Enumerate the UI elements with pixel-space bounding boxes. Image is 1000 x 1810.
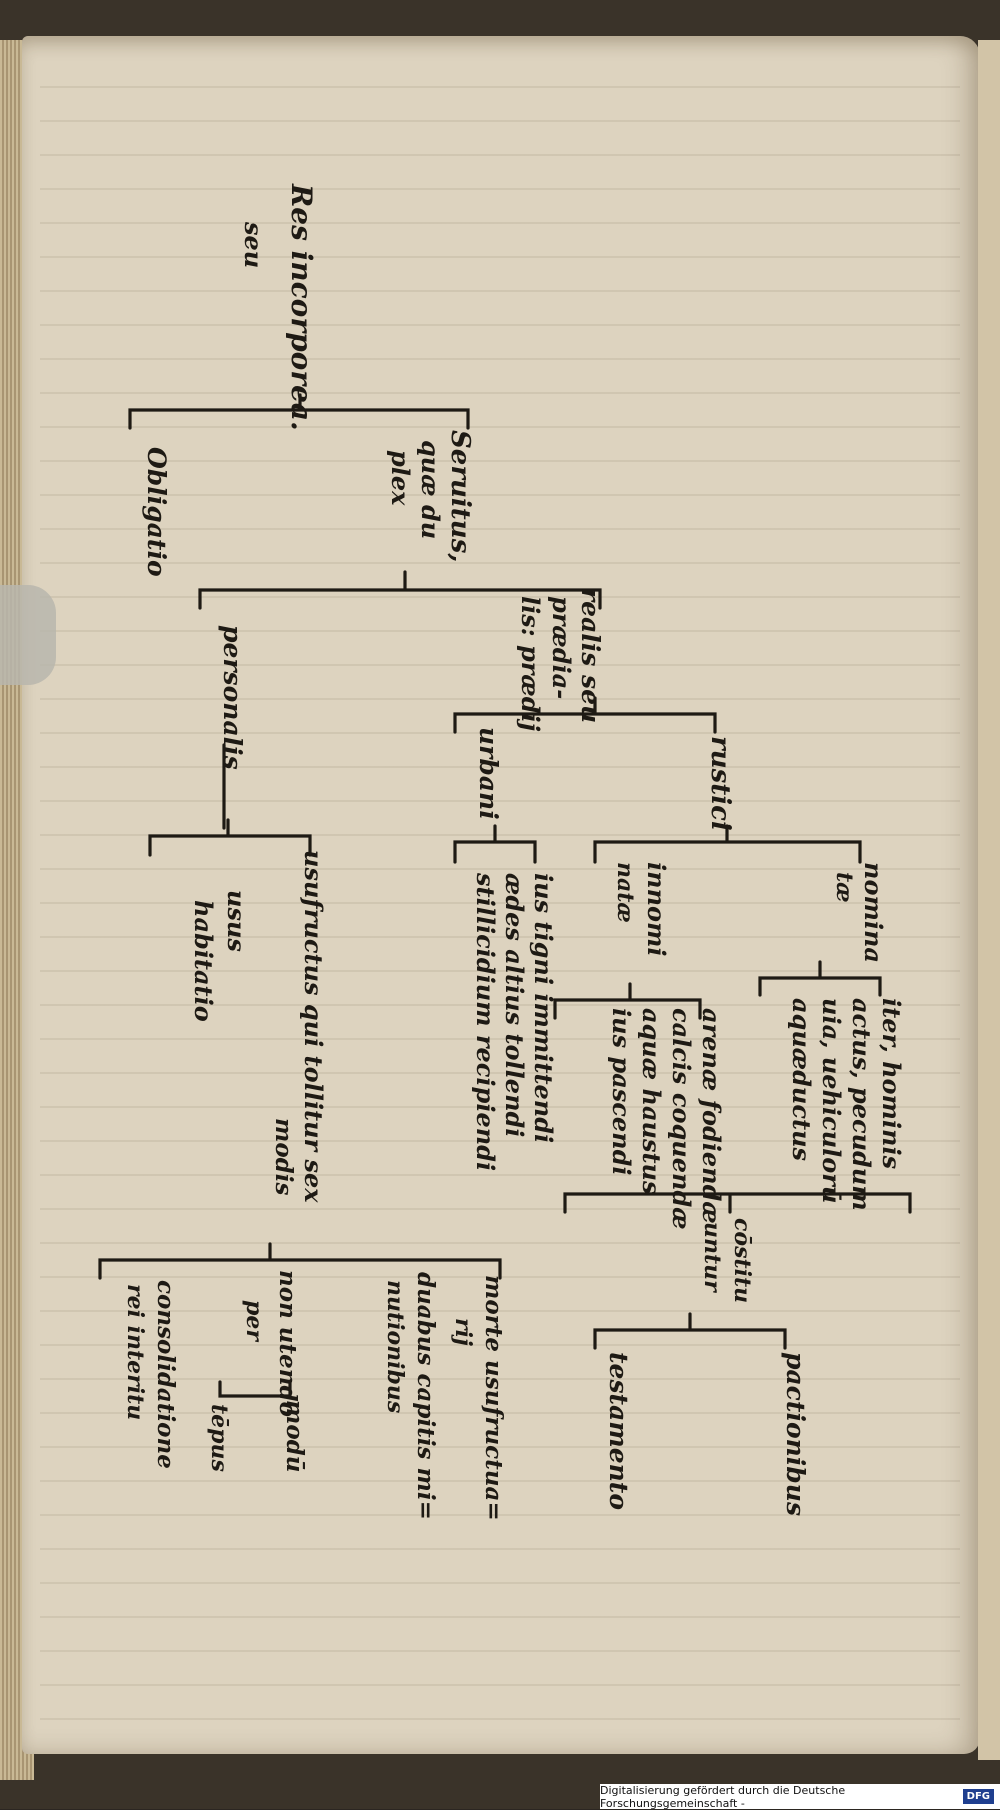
node-innominate-1: innomi	[642, 862, 671, 957]
bracket-nominate	[758, 960, 882, 997]
mode-capitis-1: duabus capitis mi=	[412, 1272, 439, 1520]
nominate-item-1: iter, hominis	[877, 998, 906, 1170]
node-constituitur-1: cōstitu	[729, 1218, 755, 1303]
node-rustici: rustici	[705, 736, 735, 831]
node-testamento: testamento	[604, 1352, 633, 1510]
mode-modum: modū	[281, 1400, 308, 1472]
node-res-incorporea: Res incorporea.	[285, 183, 318, 431]
node-seu-top: seu	[239, 221, 268, 268]
page-clip	[0, 585, 56, 685]
node-obligatio: Obligatio	[142, 447, 171, 577]
node-constituitur-2: untur	[699, 1222, 725, 1293]
bracket-seruitus	[198, 570, 602, 610]
bracket-non-utendo	[218, 1380, 292, 1398]
bracket-rustici	[593, 824, 862, 864]
node-personalis: personalis	[218, 625, 247, 770]
node-innominate-2: natæ	[612, 862, 638, 923]
node-modis: modis	[270, 1118, 297, 1195]
facing-page-edge	[978, 40, 1000, 1760]
dfg-logo: DFG	[962, 1789, 994, 1804]
bracket-personalis	[148, 818, 312, 857]
urbani-item-3: stillicidium recipiendi	[471, 872, 500, 1171]
node-pactionibus: pactionibus	[781, 1352, 810, 1516]
mode-consolidatione: consolidatione	[152, 1280, 179, 1469]
mode-morte-1: morte usufructua=	[480, 1275, 507, 1521]
mode-tempus: tēpus	[206, 1404, 232, 1472]
node-realis-1: realis seu	[576, 588, 605, 723]
bracket-realis	[453, 696, 717, 734]
node-usufructus: usufructus qui tollitur sex	[299, 850, 328, 1203]
node-urbani: urbani	[474, 727, 503, 820]
bracket-urbani	[453, 824, 537, 864]
bracket-innominate	[553, 982, 702, 1020]
urbani-item-1: ius tigni immittendi	[529, 873, 558, 1143]
credit-text: Digitalisierung gefördert durch die Deut…	[600, 1783, 846, 1810]
innominate-item-4: ius pascendi	[607, 1008, 636, 1176]
bracket-usufructus	[98, 1242, 502, 1280]
node-habitatio: habitatio	[189, 900, 218, 1022]
bracket-constituuntur-top	[563, 1192, 912, 1214]
nominate-item-3: uia, uehiculorū	[817, 998, 846, 1203]
mode-rei-interitu: rei interitu	[122, 1284, 148, 1420]
urbani-item-2: ædes altius tollendi	[500, 873, 529, 1137]
nominate-item-2: actus, pecudum	[847, 998, 876, 1211]
node-usus: usus	[222, 890, 251, 952]
node-seruitus-2: quæ du	[416, 440, 445, 539]
node-seruitus-3: plex	[386, 450, 415, 506]
bracket-res	[128, 393, 470, 430]
nominate-item-4: aquæductus	[787, 998, 816, 1162]
node-seruitus-1: Seruitus,	[445, 430, 475, 562]
node-realis-3: lis: prædij	[516, 596, 545, 732]
innominate-item-1: arenæ fodiendæ	[697, 1008, 726, 1224]
node-nominate-2: tæ	[831, 872, 857, 903]
innominate-item-2: calcis coquendæ	[667, 1008, 696, 1230]
innominate-item-3: aquæ haustus	[637, 1008, 666, 1195]
node-realis-2: prædia-	[547, 596, 576, 699]
mode-non-utendo-1: non utendo	[274, 1270, 301, 1417]
mode-capitis-2: nutionibus	[382, 1280, 408, 1413]
digitization-credit: Digitalisierung gefördert durch die Deut…	[600, 1783, 1000, 1810]
mode-non-utendo-2: per	[241, 1300, 267, 1342]
book-page	[22, 36, 980, 1754]
mode-morte-2: rij	[450, 1318, 476, 1346]
bracket-constituuntur	[593, 1312, 787, 1350]
node-nominate-1: nomina	[859, 862, 888, 963]
